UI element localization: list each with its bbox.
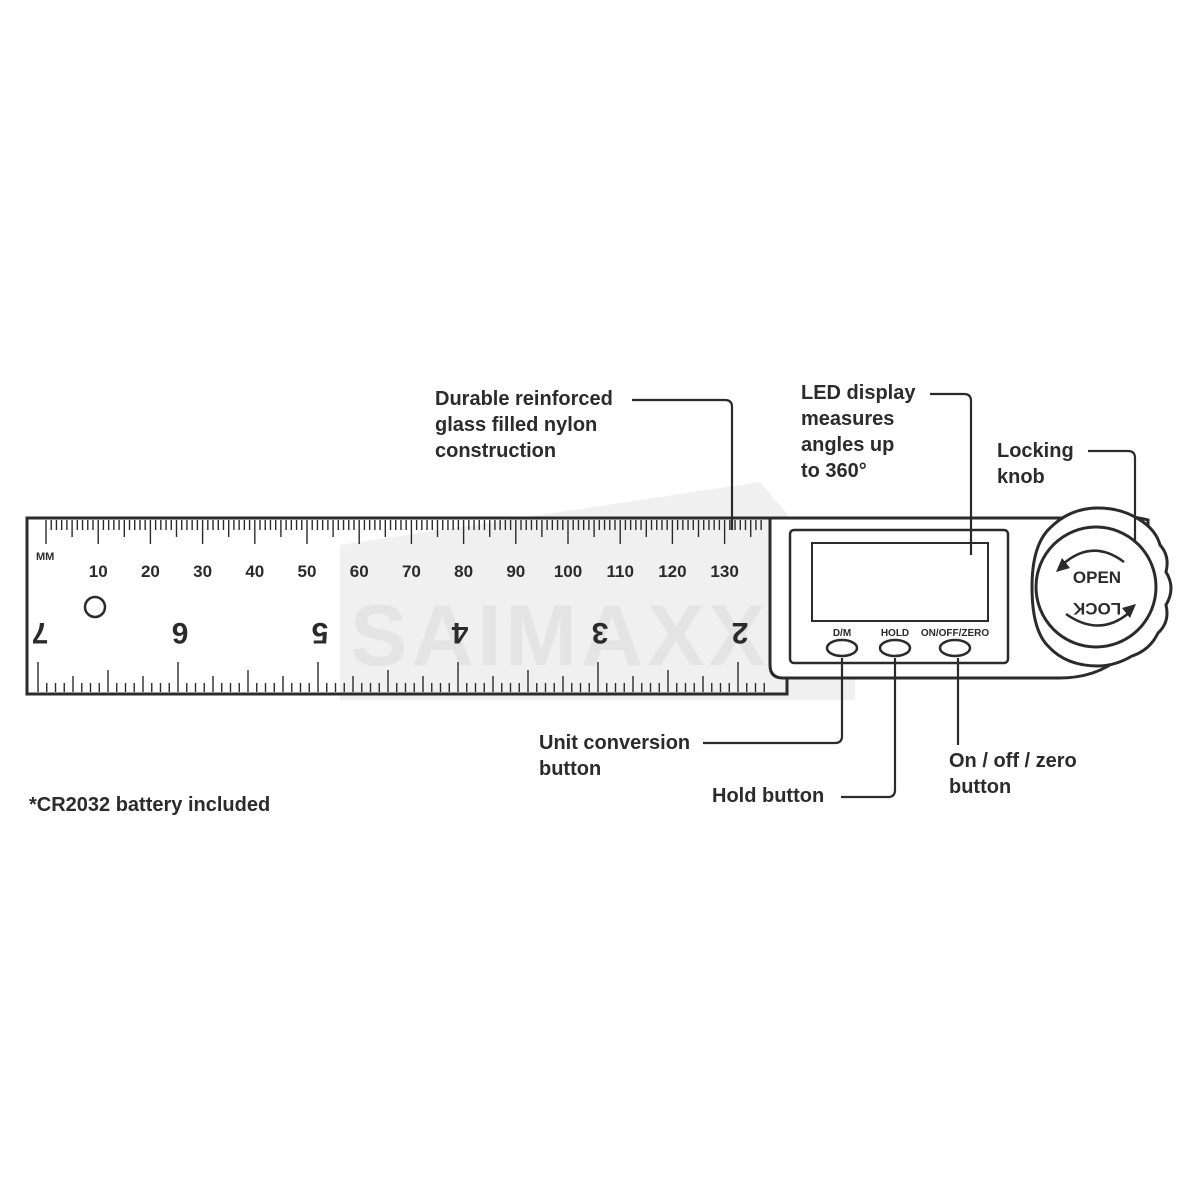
mm-number: 90: [506, 562, 525, 581]
dm-button[interactable]: [825, 638, 859, 658]
open-arrowhead-icon: [1056, 558, 1070, 572]
battery-note: *CR2032 battery included: [29, 792, 270, 818]
callout-locking-knob: Locking knob: [997, 438, 1074, 490]
callout-unit-conversion: Unit conversion button: [539, 730, 690, 782]
leader-nylon: [632, 398, 734, 530]
lock-arrow-icon: [1065, 611, 1131, 627]
callout-line: angles up: [801, 434, 895, 456]
inch-numbers: 7 6 5 4 3 2: [32, 616, 749, 649]
knob-inner-ring: [1034, 525, 1158, 649]
callout-line: Hold button: [712, 785, 825, 807]
inch-number: 4: [451, 616, 468, 649]
leader-hold: [841, 658, 897, 799]
inch-number: 5: [312, 616, 329, 649]
callout-led-display: LED display measures angles up to 360°: [801, 380, 915, 484]
inch-scale-ticks: [37, 662, 765, 692]
mm-number: 20: [141, 562, 160, 581]
hang-hole: [83, 595, 107, 619]
lcd-screen: [811, 542, 989, 622]
callout-line: On / off / zero: [949, 750, 1077, 772]
mm-number: 40: [245, 562, 264, 581]
mm-number: 120: [658, 562, 686, 581]
leader-lines: [632, 392, 1137, 799]
lock-arrowhead-icon: [1122, 604, 1136, 618]
mm-number: 70: [402, 562, 421, 581]
watermark: SAIMAXX: [340, 482, 855, 700]
mm-number: 50: [298, 562, 317, 581]
mm-number: 130: [710, 562, 738, 581]
unit-label: MM: [36, 551, 54, 563]
mm-number: 100: [554, 562, 582, 581]
leader-display: [930, 392, 973, 555]
locking-knob[interactable]: OPEN LOCK: [1030, 506, 1173, 668]
callout-line: Unit conversion: [539, 732, 691, 754]
open-arrow-icon: [1061, 549, 1125, 566]
callout-line: construction: [435, 440, 557, 462]
callout-line: LED display: [801, 382, 916, 404]
callout-line: Durable reinforced: [435, 388, 613, 410]
battery-note-text: *CR2032 battery included: [29, 794, 271, 816]
callout-on-off-zero: On / off / zero button: [949, 748, 1077, 800]
onoff-zero-button[interactable]: [938, 638, 972, 658]
mm-number: 10: [89, 562, 108, 581]
knob-outer: [1030, 506, 1173, 668]
callout-line: glass filled nylon: [435, 414, 598, 436]
mm-scale-ticks: [45, 520, 762, 544]
display-bezel: [788, 528, 1010, 665]
inch-number: 3: [592, 616, 609, 649]
mm-numbers: 10 20 30 40 50 60 70 80 90 100 110 120 130: [89, 562, 739, 581]
inch-number: 2: [732, 616, 749, 649]
watermark-text: SAIMAXX: [350, 588, 770, 684]
callout-line: button: [949, 776, 1012, 798]
mm-number: 30: [193, 562, 212, 581]
callout-line: Locking: [997, 440, 1074, 462]
mm-number: 60: [350, 562, 369, 581]
knob-open-label: OPEN: [1073, 568, 1121, 587]
onoff-button-label: ON/OFF/ZERO: [921, 628, 990, 639]
callout-line: to 360°: [801, 460, 867, 482]
dm-button-label: D/M: [833, 628, 851, 639]
callout-hold: Hold button: [712, 783, 824, 809]
hold-button[interactable]: [878, 638, 912, 658]
knob-lock-label: LOCK: [1072, 599, 1121, 618]
callout-line: measures: [801, 408, 895, 430]
leader-unit: [703, 658, 844, 745]
inch-number: 6: [172, 616, 189, 649]
inch-number: 7: [32, 616, 49, 649]
hold-button-label: HOLD: [881, 628, 909, 639]
mm-number: 80: [454, 562, 473, 581]
leader-knob: [1088, 449, 1137, 543]
callout-nylon-construction: Durable reinforced glass filled nylon co…: [435, 386, 613, 464]
mm-number: 110: [606, 562, 633, 581]
callout-line: button: [539, 758, 602, 780]
callout-line: knob: [997, 466, 1045, 488]
